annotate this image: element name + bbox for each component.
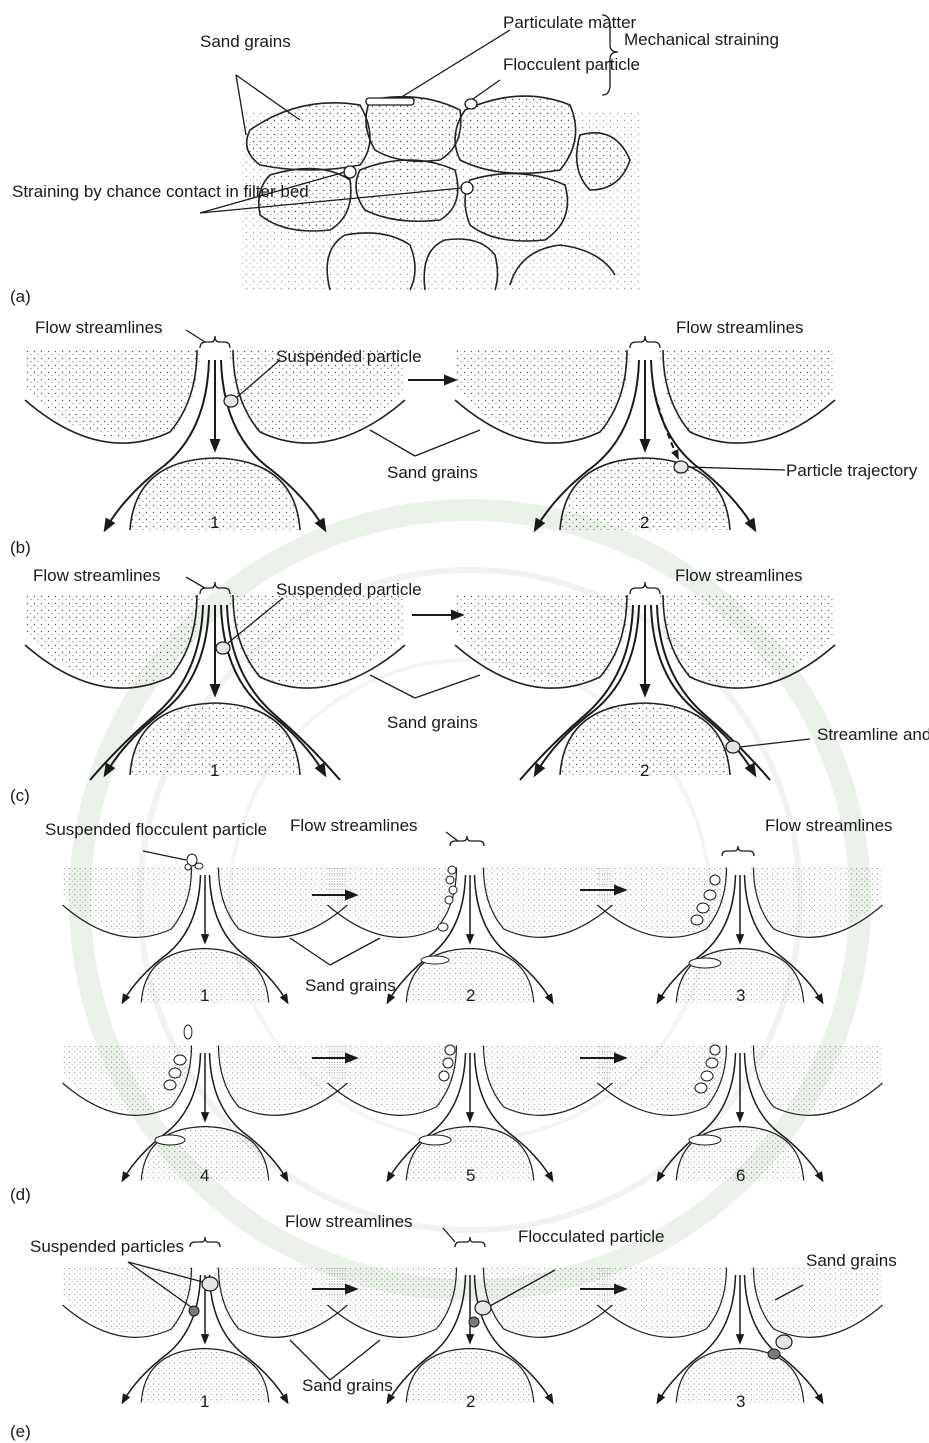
step-d4: 4: [200, 1166, 209, 1185]
label-sand-grains-c: Sand grains: [387, 713, 478, 732]
step-d3: 3: [736, 986, 745, 1005]
label-sand-grains-e2: Sand grains: [806, 1251, 897, 1270]
label-suspended-particle-c: Suspended particle: [276, 580, 422, 599]
step-d6: 6: [736, 1166, 745, 1185]
step-c2: 2: [640, 761, 649, 780]
panel-label-e: (e): [10, 1422, 31, 1441]
panel-d: Suspended flocculent particle Flow strea…: [10, 816, 893, 1204]
label-flow-streamlines-c2: Flow streamlines: [675, 566, 803, 585]
step-c1: 1: [210, 761, 219, 780]
panel-label-a: (a): [10, 287, 31, 306]
step-b2: 2: [640, 513, 649, 532]
panel-e: Suspended particles Flow streamlines Flo…: [10, 1212, 897, 1441]
label-flow-streamlines-d2: Flow streamlines: [765, 816, 893, 835]
panel-a: Sand grains Particulate matter Flocculen…: [10, 13, 779, 306]
label-sand-grains-b: Sand grains: [387, 463, 478, 482]
label-flow-streamlines-d1: Flow streamlines: [290, 816, 418, 835]
label-streamline-trajectory: Streamline and particle trajectory: [817, 725, 929, 744]
label-suspended-flocculent: Suspended flocculent particle: [45, 820, 267, 839]
step-b1: 1: [210, 513, 219, 532]
label-sand-grains-d: Sand grains: [305, 976, 396, 995]
label-flocculent-particle: Flocculent particle: [503, 55, 640, 74]
particulate-matter-text: Particulate matter: [503, 13, 637, 32]
mechanical-straining-text: Mechanical straining: [624, 30, 779, 49]
step-e3: 3: [736, 1392, 745, 1411]
step-d1: 1: [200, 986, 209, 1005]
label-sand-grains: Sand grains: [200, 32, 291, 51]
label-particulate-matter: Particulate matter: [503, 13, 637, 32]
step-d5: 5: [466, 1166, 475, 1185]
label-sand-grains-e1: Sand grains: [302, 1376, 393, 1395]
label-mechanical-straining: Mechanical straining: [624, 30, 779, 49]
label-particle-trajectory: Particle trajectory: [786, 461, 918, 480]
label-flow-streamlines-b2: Flow streamlines: [676, 318, 804, 337]
panel-label-d: (d): [10, 1185, 31, 1204]
label-flocculated-particle: Flocculated particle: [518, 1227, 664, 1246]
step-e2: 2: [466, 1392, 475, 1411]
label-flow-streamlines-b1: Flow streamlines: [35, 318, 163, 337]
label-suspended-particles: Suspended particles: [30, 1237, 184, 1256]
flocculent-particle-text: Flocculent particle: [503, 55, 640, 74]
panel-label-c: (c): [10, 786, 30, 805]
chance-contact-text: Straining by chance contact in filter be…: [12, 182, 309, 201]
label-flow-streamlines-e: Flow streamlines: [285, 1212, 413, 1231]
panel-label-b: (b): [10, 538, 31, 557]
label-flow-streamlines-c1: Flow streamlines: [33, 566, 161, 585]
label-chance-contact: Straining by chance contact in filter be…: [12, 182, 309, 201]
panel-b: Flow streamlines Suspended particle Flow…: [10, 318, 918, 557]
step-e1: 1: [200, 1392, 209, 1411]
step-d2: 2: [466, 986, 475, 1005]
sand-grains-text: Sand grains: [200, 32, 291, 51]
label-suspended-particle-b: Suspended particle: [276, 347, 422, 366]
